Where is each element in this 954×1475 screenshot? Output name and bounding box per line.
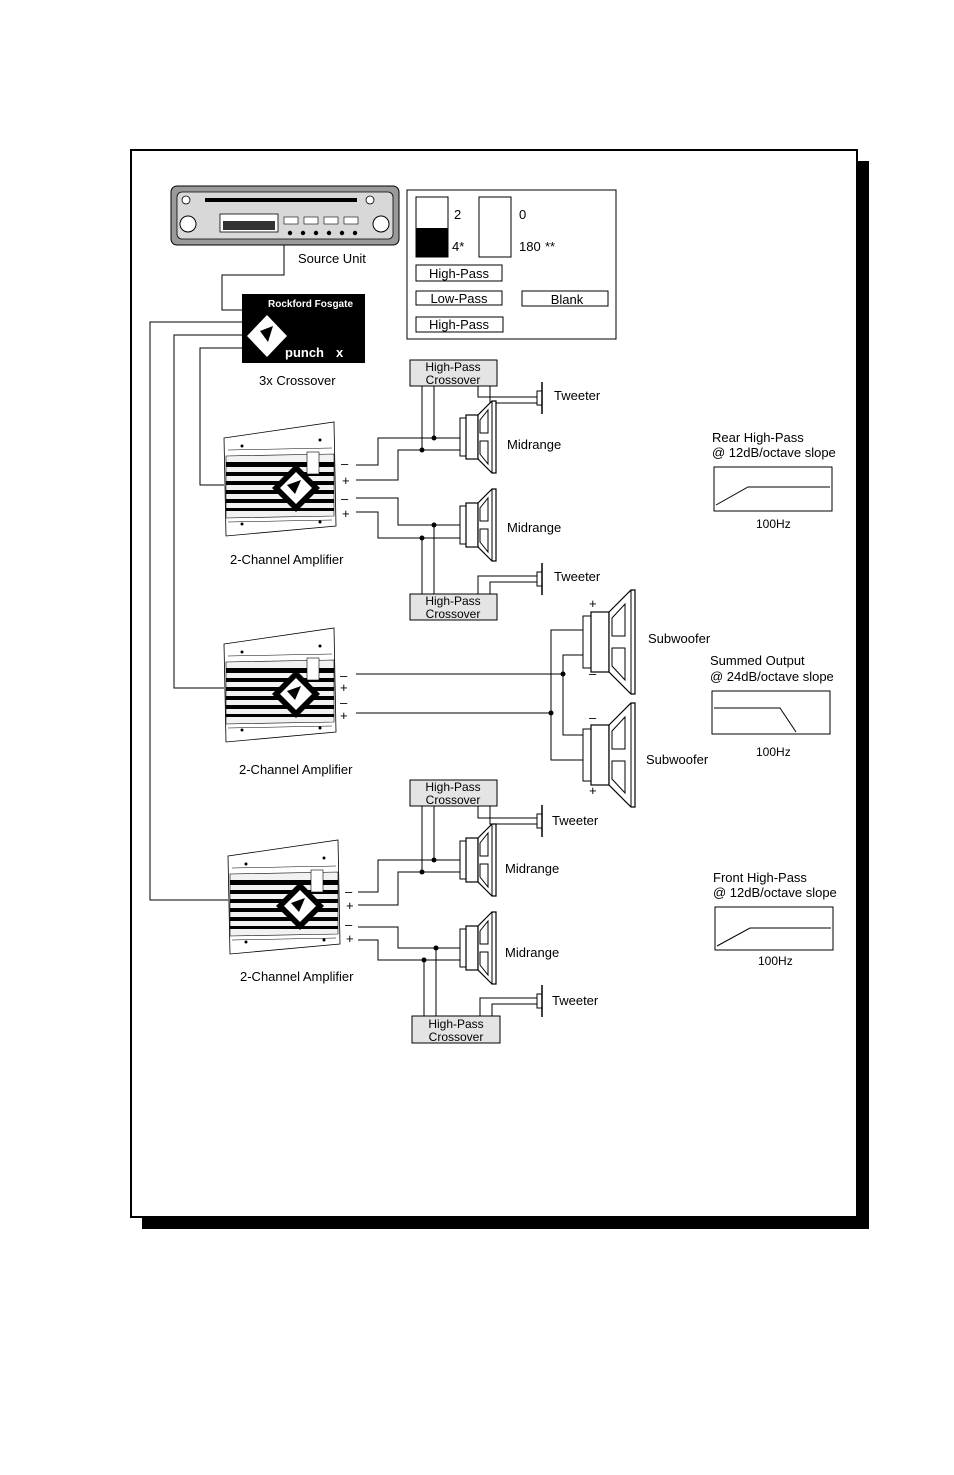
tweeter-label: Tweeter <box>552 813 599 828</box>
switch-b <box>478 196 512 258</box>
passive-crossover-label: Crossover <box>426 607 481 621</box>
response-front: Front High-Pass @ 12dB/octave slope 100H… <box>713 870 837 968</box>
midrange-label: Midrange <box>505 945 559 960</box>
polarity-plus: + <box>340 708 348 723</box>
response-rear-title: Rear High-Pass <box>712 430 804 445</box>
switch-a-top: 2 <box>454 207 461 222</box>
passive-crossover-label: Crossover <box>426 373 481 387</box>
polarity-minus: – <box>345 917 353 932</box>
tweeter-label: Tweeter <box>552 993 599 1008</box>
response-rear-freq: 100Hz <box>756 517 791 531</box>
tweeter-label: Tweeter <box>554 388 601 403</box>
response-rear-slope: @ 12dB/octave slope <box>712 445 836 460</box>
passive-crossover-label: High-Pass <box>428 1017 483 1031</box>
subwoofer-label: Subwoofer <box>646 752 709 767</box>
polarity-plus: + <box>342 473 350 488</box>
filter-setting-4: Blank <box>551 292 584 307</box>
polarity-plus: + <box>342 506 350 521</box>
polarity-minus: – <box>341 491 349 506</box>
passive-crossover-label: Crossover <box>429 1030 484 1044</box>
passive-crossover-label: High-Pass <box>425 360 480 374</box>
switch-a-position <box>416 228 448 257</box>
passive-crossover-label: Crossover <box>426 793 481 807</box>
passive-crossover-label: High-Pass <box>425 594 480 608</box>
passive-crossover-label: High-Pass <box>425 780 480 794</box>
midrange-label: Midrange <box>505 861 559 876</box>
response-summed-freq: 100Hz <box>756 745 791 759</box>
crossover-brand: Rockford Fosgate <box>268 299 353 310</box>
response-front-title: Front High-Pass <box>713 870 807 885</box>
polarity-plus: + <box>589 596 597 611</box>
amplifier-sub <box>223 627 337 743</box>
crossover-suffix: x <box>336 345 344 360</box>
polarity-minus: – <box>589 666 597 681</box>
amplifier-rear-label: 2-Channel Amplifier <box>230 552 344 567</box>
amplifier-rear <box>223 421 337 537</box>
polarity-plus: + <box>340 680 348 695</box>
polarity-plus: + <box>589 783 597 798</box>
crossover-label: 3x Crossover <box>259 373 336 388</box>
midrange-label: Midrange <box>507 520 561 535</box>
crossover-model: punch <box>285 345 324 360</box>
switch-b-note: ** <box>545 239 555 254</box>
source-unit <box>170 185 400 246</box>
polarity-plus: + <box>346 931 354 946</box>
switch-b-bottom: 180 <box>519 239 541 254</box>
response-summed: Summed Output @ 24dB/octave slope 100Hz <box>710 653 834 759</box>
polarity-minus: – <box>340 695 348 710</box>
amplifier-sub-label: 2-Channel Amplifier <box>239 762 353 777</box>
amplifier-front <box>227 839 341 955</box>
filter-setting-3: High-Pass <box>429 317 489 332</box>
midrange-label: Midrange <box>507 437 561 452</box>
switch-b-top: 0 <box>519 207 526 222</box>
source-unit-label: Source Unit <box>298 251 366 266</box>
response-rear: Rear High-Pass @ 12dB/octave slope 100Hz <box>712 430 836 531</box>
crossover-unit: Rockford Fosgate punch x <box>242 294 365 363</box>
response-summed-slope: @ 24dB/octave slope <box>710 669 834 684</box>
settings-panel: 2 4* 0 180 ** High-Pass Low-Pass High-Pa… <box>406 189 617 340</box>
response-front-slope: @ 12dB/octave slope <box>713 885 837 900</box>
subwoofer-label: Subwoofer <box>648 631 711 646</box>
polarity-minus: – <box>341 456 349 471</box>
switch-a-bottom: 4* <box>452 239 464 254</box>
tweeter-label: Tweeter <box>554 569 601 584</box>
polarity-plus: + <box>346 898 354 913</box>
response-front-freq: 100Hz <box>758 954 793 968</box>
amplifier-front-label: 2-Channel Amplifier <box>240 969 354 984</box>
response-summed-title: Summed Output <box>710 653 805 668</box>
polarity-minus: – <box>345 884 353 899</box>
polarity-minus: – <box>589 710 597 725</box>
filter-setting-2: Low-Pass <box>430 291 488 306</box>
polarity-minus: – <box>340 668 348 683</box>
filter-setting-1: High-Pass <box>429 266 489 281</box>
